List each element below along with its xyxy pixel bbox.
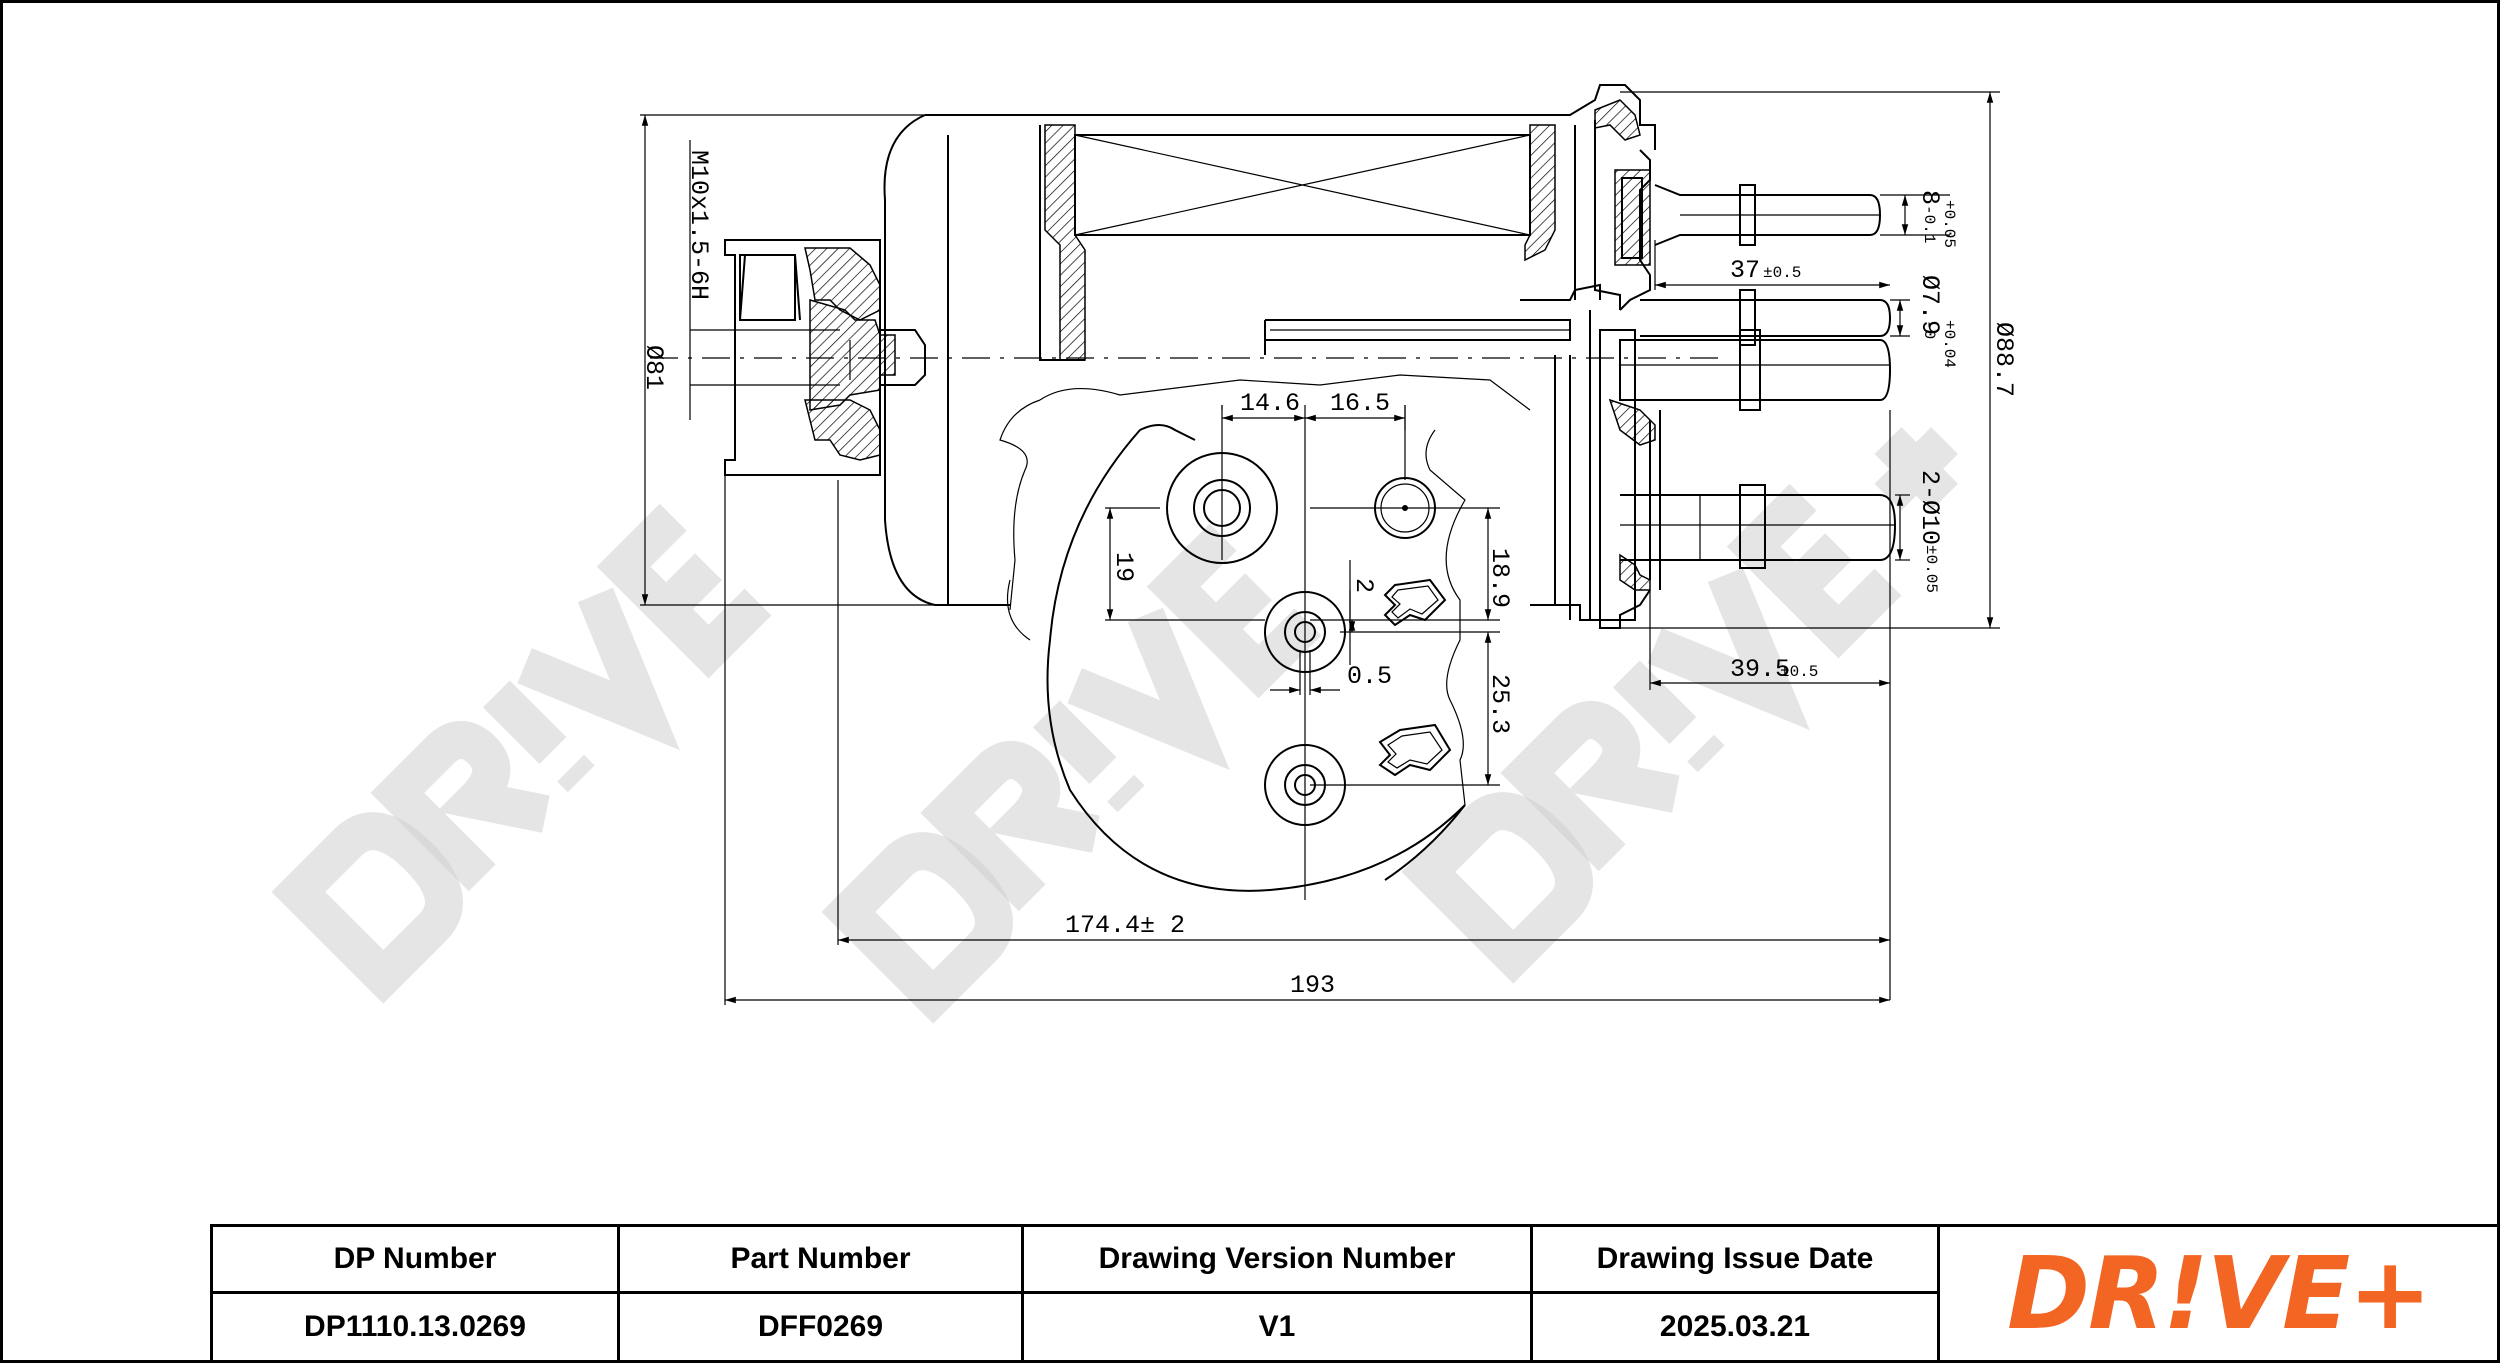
watermark-mark-right <box>1401 427 1958 984</box>
dim-19: 19 <box>1109 552 1138 582</box>
dim-d88-7: Ø88.7 <box>1989 322 2018 397</box>
dim-18-9: 18.9 <box>1485 548 1514 608</box>
dim-0-5: 0.5 <box>1347 662 1392 691</box>
brand-logo: DR!VE+ <box>2006 1235 2432 1352</box>
dim-25-3: 25.3 <box>1485 674 1514 734</box>
value-dp-number: DP1110.13.0269 <box>210 1291 620 1363</box>
svg-text:-0: -0 <box>1920 320 1938 339</box>
dim-39-5: 39.5 ±0.5 <box>1730 655 1818 684</box>
watermark-mark-left <box>271 503 772 1004</box>
svg-text:+0.04: +0.04 <box>1940 320 1958 368</box>
dim-14-6: 14.6 <box>1240 389 1300 418</box>
dim-thread: M10x1.5-6H <box>684 150 713 300</box>
value-part-number: DFF0269 <box>617 1291 1024 1363</box>
bottom-view <box>999 374 1531 900</box>
watermark-mark-center <box>821 523 1322 1024</box>
svg-text:±0.05: ±0.05 <box>1922 545 1940 593</box>
watermark <box>271 427 1958 1024</box>
drain-screw <box>724 239 926 476</box>
svg-text:Ø7.9: Ø7.9 <box>1915 275 1944 335</box>
svg-text:+0.05: +0.05 <box>1940 200 1958 248</box>
dim-7-9: Ø7.9 +0.04 -0 <box>1915 275 1958 368</box>
svg-text:±0.5: ±0.5 <box>1780 663 1818 681</box>
dimension-labels: M10x1.5-6H Ø81 14.6 16.5 19 18.9 2 0.5 2… <box>639 150 2018 1000</box>
dim-d81: Ø81 <box>639 345 668 390</box>
value-version: V1 <box>1021 1291 1533 1363</box>
filter-body <box>883 84 1661 629</box>
svg-text:-0.1: -0.1 <box>1920 205 1938 243</box>
dim-193: 193 <box>1290 971 1335 1000</box>
dim-2: 2 <box>1349 578 1378 593</box>
outlet-connectors <box>1619 184 1897 569</box>
value-issue-date: 2025.03.21 <box>1530 1291 1940 1363</box>
header-version: Drawing Version Number <box>1021 1224 1533 1294</box>
svg-text:8: 8 <box>1915 190 1944 205</box>
svg-text:2-Ø10: 2-Ø10 <box>1915 470 1944 545</box>
dim-8: 8 +0.05 -0.1 <box>1915 190 1958 248</box>
svg-text:39.5: 39.5 <box>1730 655 1790 684</box>
dimension-lines <box>640 91 2000 1005</box>
dim-16-5: 16.5 <box>1330 389 1390 418</box>
header-part-number: Part Number <box>617 1224 1024 1294</box>
svg-text:37: 37 <box>1730 256 1760 285</box>
header-issue-date: Drawing Issue Date <box>1530 1224 1940 1294</box>
header-dp-number: DP Number <box>210 1224 620 1294</box>
dim-10: 2-Ø10 ±0.05 <box>1915 470 1944 593</box>
dim-37: 37 ±0.5 <box>1730 256 1801 285</box>
dim-174-4: 174.4± 2 <box>1065 911 1185 940</box>
brand-logo-cell: DR!VE+ <box>1937 1224 2500 1363</box>
svg-text:±0.5: ±0.5 <box>1763 264 1801 282</box>
